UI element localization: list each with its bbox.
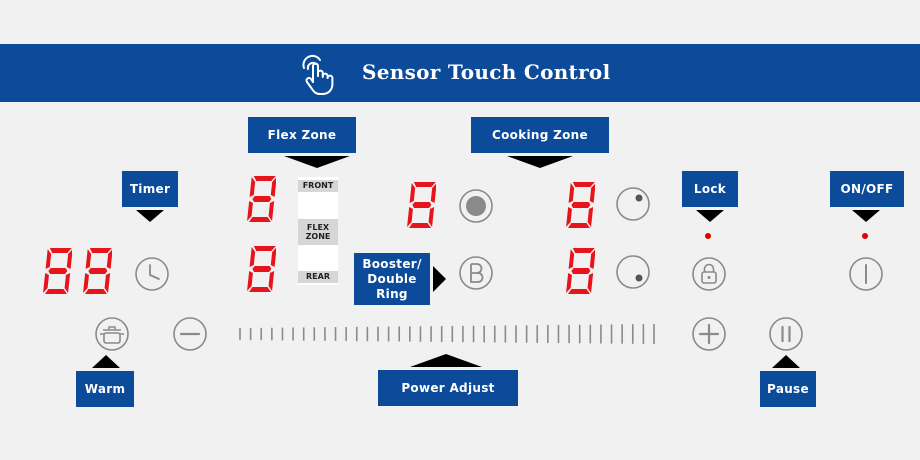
flex-rear-display: 8 [242, 244, 282, 298]
pause-label: Pause [760, 371, 816, 407]
lock-label: Lock [682, 171, 738, 207]
clock-icon[interactable] [134, 256, 170, 292]
flex-zone-label: Flex Zone [248, 117, 356, 153]
booster-b-icon[interactable] [458, 255, 494, 291]
zone-right-top-display: 8 [561, 180, 601, 234]
flex-front-display: 8 [242, 174, 282, 228]
flex-zone-pointer [284, 156, 350, 168]
power-icon[interactable] [848, 256, 884, 292]
seven-segment-digit [83, 248, 112, 294]
flex-middle-label[interactable]: FLEX ZONE [298, 219, 338, 245]
zone-bottom-right-icon[interactable] [615, 254, 651, 290]
lock-icon[interactable] [691, 256, 727, 292]
flex-zone-panel: FRONT FLEX ZONE REAR [298, 177, 338, 285]
seven-segment-digit [247, 246, 276, 292]
seven-segment-digit [247, 176, 276, 222]
zone-right-bottom-display: 8 [561, 246, 601, 300]
zone-left-display: 8 [402, 180, 442, 234]
power-indicator-dot [862, 233, 868, 239]
on-off-pointer [852, 210, 880, 222]
seven-segment-digit [407, 182, 436, 228]
banner-title: Sensor Touch Control [362, 60, 611, 84]
booster-label: Booster/ Double Ring [354, 253, 430, 305]
minus-icon[interactable] [172, 316, 208, 352]
seven-segment-digit [566, 248, 595, 294]
flex-rear-label[interactable]: REAR [298, 271, 338, 283]
header-banner [0, 44, 920, 102]
power-adjust-slider[interactable] [236, 320, 660, 348]
plus-icon[interactable] [691, 316, 727, 352]
flex-front-label[interactable]: FRONT [298, 180, 338, 192]
warm-label: Warm [76, 371, 134, 407]
zone-top-right-icon[interactable] [615, 186, 651, 222]
seven-segment-digit [43, 248, 72, 294]
single-zone-icon[interactable] [458, 188, 494, 224]
power-adjust-pointer [410, 354, 482, 367]
power-adjust-label: Power Adjust [378, 370, 518, 406]
seven-segment-digit [566, 182, 595, 228]
on-off-label: ON/OFF [830, 171, 904, 207]
touch-hand-icon [302, 54, 334, 95]
cooking-zone-pointer [507, 156, 573, 168]
timer-display: 88 [38, 246, 118, 300]
cooking-zone-label: Cooking Zone [471, 117, 609, 153]
pot-icon[interactable] [94, 316, 130, 352]
pause-pointer [772, 355, 800, 368]
lock-pointer [696, 210, 724, 222]
booster-pointer [433, 266, 446, 292]
timer-label: Timer [122, 171, 178, 207]
pause-icon[interactable] [768, 316, 804, 352]
timer-pointer [136, 210, 164, 222]
warm-pointer [92, 355, 120, 368]
lock-indicator-dot [705, 233, 711, 239]
